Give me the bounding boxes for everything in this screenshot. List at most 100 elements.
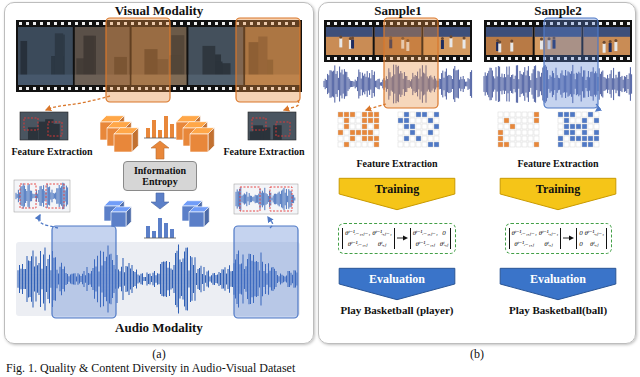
grid-cell (434, 136, 439, 141)
grid-cell (350, 118, 355, 123)
grid-cell (434, 118, 439, 123)
entropy-bar (146, 128, 150, 138)
grid-cell (344, 112, 349, 117)
grid-cell (558, 130, 563, 135)
player-figure (614, 42, 617, 51)
grid-cell (362, 118, 367, 123)
grid-cell (588, 124, 593, 129)
training-label: Training (536, 182, 580, 196)
training-arrow: Training (499, 178, 617, 210)
sprocket-hole (627, 22, 630, 25)
grid-cell (510, 142, 515, 147)
sprocket-hole (40, 22, 43, 25)
grid-cell (576, 124, 581, 129)
sprocket-hole (369, 22, 372, 25)
detection-box (46, 184, 64, 208)
matrix-row: θᵗ⁻¹ᵢ₋₁,ⱼ₋₁θᵗ⁻¹ᵢ,ⱼ₋₁θᵗ⁻¹ᵢ₋₁,ⱼθᵗᵢ,ⱼθᵗ⁻¹ᵢ₋… (342, 228, 452, 249)
player-head (463, 37, 466, 40)
transform-arrow-line (563, 238, 570, 239)
grid-cell (528, 112, 533, 117)
sprocket-hole (362, 22, 365, 25)
transform-arrow-head (569, 236, 574, 241)
dashed-pointer (284, 100, 299, 110)
grid-cell (564, 142, 569, 147)
sprocket-hole (173, 22, 176, 25)
dashed-pointer (596, 104, 599, 111)
video-frame (326, 27, 373, 55)
sprocket-hole (187, 87, 190, 90)
panel-letter: (b) (470, 347, 484, 361)
grid-cell (534, 112, 539, 117)
training-label: Training (375, 182, 419, 196)
sprocket-hole (180, 87, 183, 90)
sprocket-hole (606, 22, 609, 25)
feature-cube (111, 207, 131, 227)
grid-cell (564, 112, 569, 117)
sprocket-hole (487, 22, 490, 25)
visual-highlight (106, 18, 170, 102)
feature-grid (338, 112, 379, 147)
matrix-cell: 0 (579, 240, 582, 248)
sprocket-hole (494, 57, 497, 60)
grid-cell (522, 124, 527, 129)
grid-cell (594, 124, 599, 129)
transform-arrow (563, 235, 574, 241)
player-figure (339, 38, 342, 47)
sprocket-hole (348, 22, 351, 25)
grid-cell (534, 124, 539, 129)
sprocket-hole (89, 22, 92, 25)
sprocket-hole (508, 57, 511, 60)
grid-cell (594, 130, 599, 135)
sprocket-hole (460, 22, 463, 25)
sprocket-hole (453, 57, 456, 60)
grid-cell (576, 136, 581, 141)
building (250, 131, 260, 140)
player-figure (609, 43, 612, 52)
sprocket-hole (376, 57, 379, 60)
grid-cell (534, 136, 539, 141)
sprocket-hole (348, 57, 351, 60)
grid-cell (338, 124, 343, 129)
matrix-cell: θᵗ⁻¹ᵢ,ⱼ₋₁ (584, 229, 603, 237)
grid-cell (534, 142, 539, 147)
player-head (614, 39, 617, 42)
player-figure (498, 43, 501, 52)
grid-cell (410, 118, 415, 123)
sprocket-hole (173, 87, 176, 90)
grid-cell (582, 130, 587, 135)
building (28, 127, 38, 140)
player-figure (463, 40, 466, 49)
grid-cell (344, 130, 349, 135)
grid-cell (416, 124, 421, 129)
sample-panel: Training θᵗ⁻¹ᵢ₋₁,ⱼ₋₁θᵗ⁻¹ᵢ,ⱼ₋₁θᵗ⁻¹ᵢ₋₁,ⱼθᵗᵢ… (318, 2, 636, 344)
grid-cell (416, 112, 421, 117)
feature-grid (498, 112, 539, 147)
entropy-bar (158, 130, 162, 138)
audio-crop (14, 180, 70, 212)
sprocket-hole (620, 22, 623, 25)
player-figure (351, 40, 354, 49)
entropy-label: Information Entropy (129, 165, 191, 187)
court-stands (326, 27, 373, 37)
grid-cell (410, 124, 415, 129)
entropy-bar (152, 231, 156, 238)
sprocket-hole (536, 57, 539, 60)
video-frame (18, 27, 73, 85)
grid-cell (594, 136, 599, 141)
grid-cell (504, 112, 509, 117)
prediction-label: Play Basketball (player) (340, 304, 453, 317)
entropy-bar (164, 223, 168, 238)
grid-cell (588, 130, 593, 135)
feature-cube (190, 128, 214, 152)
player-figure (449, 38, 452, 47)
grid-cell (528, 118, 533, 123)
frame-crop (20, 112, 68, 140)
building (51, 124, 60, 140)
block-arrow (151, 141, 169, 159)
entropy-bar (170, 124, 174, 138)
grid-cell (576, 112, 581, 117)
grid-cell (344, 136, 349, 141)
matrix-row: θᵗ⁻¹ᵢ₋₁,ⱼ₋₁θᵗ⁻¹ᵢ,ⱼ₋₁θᵗ⁻¹ᵢ₋₁,ⱼθᵗᵢ,ⱼ0θᵗ⁻¹ᵢ… (509, 228, 608, 249)
sprocket-hole (194, 87, 197, 90)
sprocket-hole (446, 22, 449, 25)
